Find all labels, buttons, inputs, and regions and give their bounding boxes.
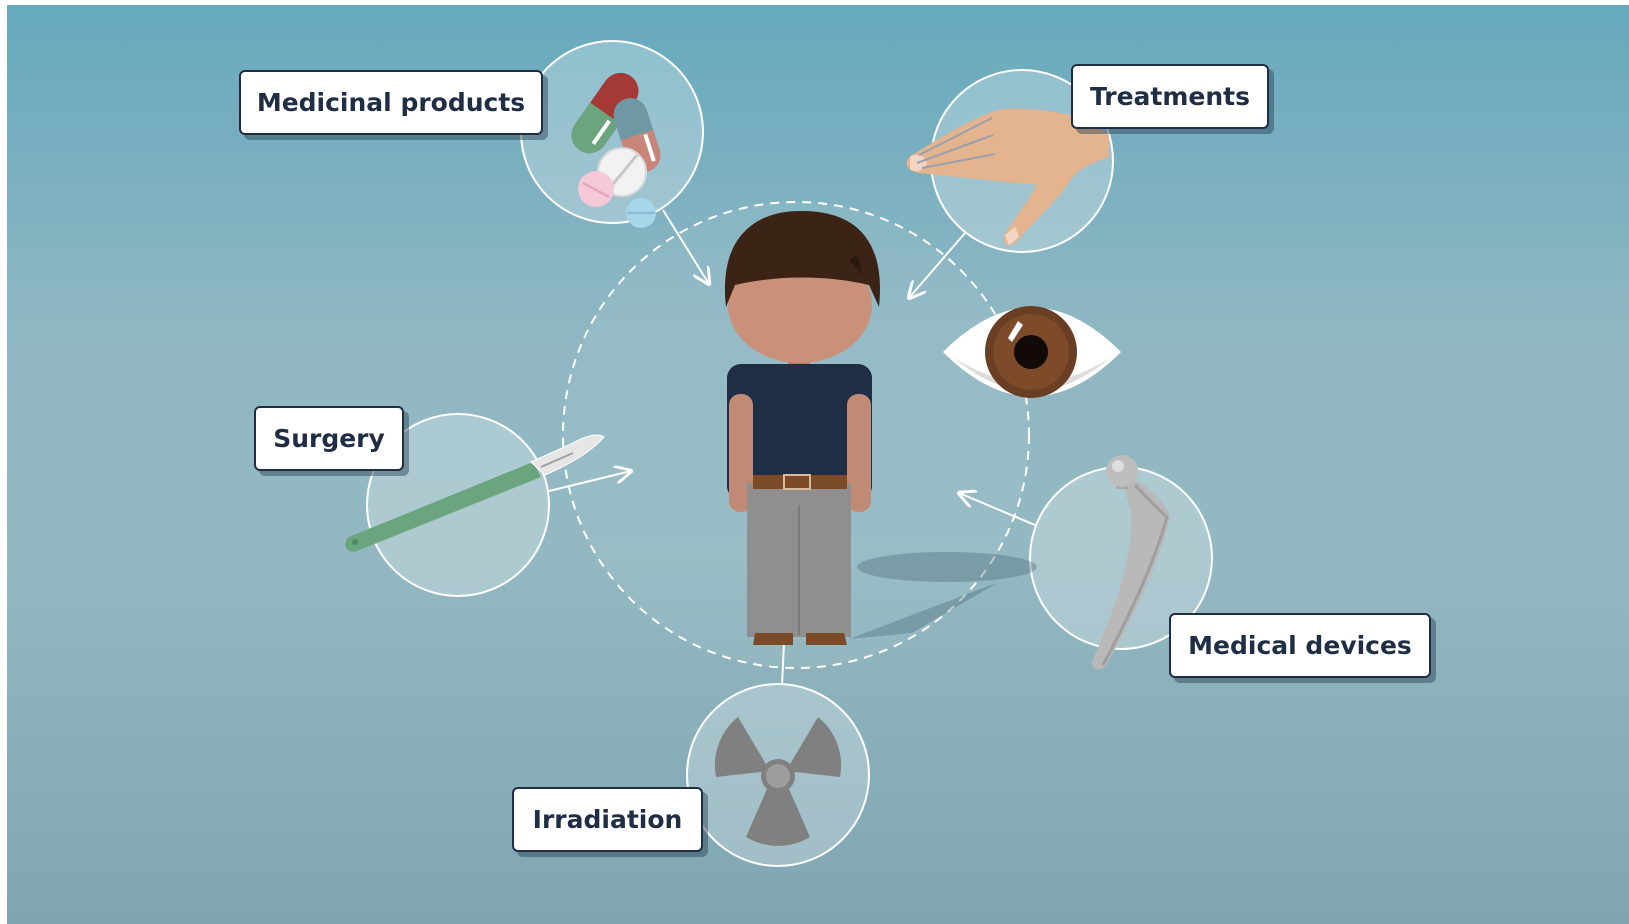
hip-implant-icon: [1091, 455, 1170, 670]
diagram-canvas: Medicinal products Treatments Surgery Me…: [7, 5, 1629, 924]
medical-devices-label: Medical devices: [1169, 613, 1431, 678]
person-shadow: [849, 552, 1037, 639]
medicinal-products-label: Medicinal products: [239, 70, 543, 135]
eye-icon: [943, 306, 1121, 398]
arrow-medicinal-products: [662, 209, 709, 284]
radiation-icon: [714, 717, 842, 846]
treatments-label: Treatments: [1071, 64, 1269, 129]
arrow-treatments: [909, 232, 966, 298]
surgery-label: Surgery: [254, 406, 404, 471]
pills-icon: [571, 72, 661, 228]
arrow-surgery: [548, 471, 631, 492]
person-icon: [724, 210, 880, 645]
scalpel-icon: [345, 434, 605, 552]
irradiation-label: Irradiation: [512, 787, 703, 852]
arrow-medical-devices: [959, 493, 1036, 526]
diagram-illustration: [345, 40, 1213, 867]
hand-icon: [906, 108, 1109, 246]
